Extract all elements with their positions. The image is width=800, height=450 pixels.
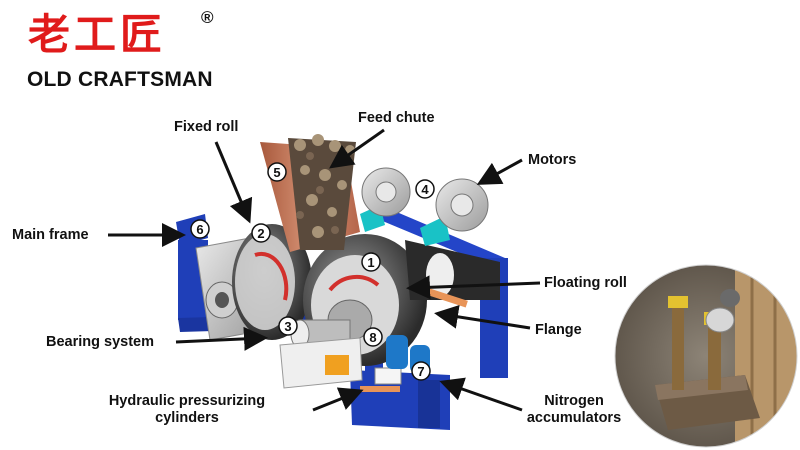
svg-text:8: 8 (369, 330, 376, 345)
svg-text:5: 5 (273, 165, 280, 180)
photo-inset (614, 264, 798, 448)
arrow-nitrogen-accumulators (439, 377, 523, 412)
svg-text:2: 2 (257, 226, 264, 241)
arrow-hydraulic-cylinders (312, 387, 364, 412)
svg-text:3: 3 (284, 319, 291, 334)
motors (360, 167, 489, 246)
arrow-fixed-roll (214, 141, 253, 224)
callout-2: 2 (251, 223, 271, 243)
arrow-feed-chute (329, 128, 385, 169)
label-main-frame: Main frame (12, 227, 89, 243)
callout-8: 8 (363, 327, 383, 347)
callout-7: 7 (411, 361, 431, 381)
svg-text:6: 6 (196, 222, 203, 237)
label-motors: Motors (528, 152, 577, 168)
arrow-floating-roll (406, 275, 541, 300)
arrow-bearing-system (175, 326, 268, 351)
label-hydraulic-line1: Hydraulic pressurizing (108, 393, 266, 409)
cylinder-bar (360, 386, 400, 392)
logo-english-text: OLD CRAFTSMAN (27, 68, 213, 91)
svg-text:1: 1 (367, 255, 374, 270)
registered-mark: ® (201, 8, 214, 27)
callout-6: 6 (190, 219, 210, 239)
label-bearing-system: Bearing system (46, 334, 154, 350)
callout-4: 4 (415, 179, 435, 199)
logo-chinese-text: 老工匠 (28, 10, 167, 59)
label-floating-roll: Floating roll (544, 275, 627, 291)
label-hydraulic-cylinders: Hydraulic pressurizing cylinders (100, 393, 274, 428)
label-nitrogen-accumulators: Nitrogen accumulators (518, 393, 630, 428)
label-feed-chute: Feed chute (358, 110, 435, 126)
floating-roll-bearing-block (279, 337, 402, 389)
svg-text:4: 4 (421, 182, 429, 197)
arrow-flange (434, 304, 531, 330)
callout-5: 5 (267, 162, 287, 182)
label-nitrogen-line2: accumulators (526, 410, 622, 427)
flange-bar (418, 285, 468, 308)
arrow-motors (476, 158, 523, 185)
callout-3: 3 (278, 316, 298, 336)
fixed-roll (232, 224, 312, 340)
label-flange: Flange (535, 322, 582, 338)
label-hydraulic-line2: cylinders (155, 410, 219, 427)
label-fixed-roll: Fixed roll (174, 119, 239, 135)
callout-1: 1 (361, 252, 381, 272)
label-nitrogen-line1: Nitrogen (544, 393, 604, 409)
svg-text:7: 7 (417, 364, 424, 379)
